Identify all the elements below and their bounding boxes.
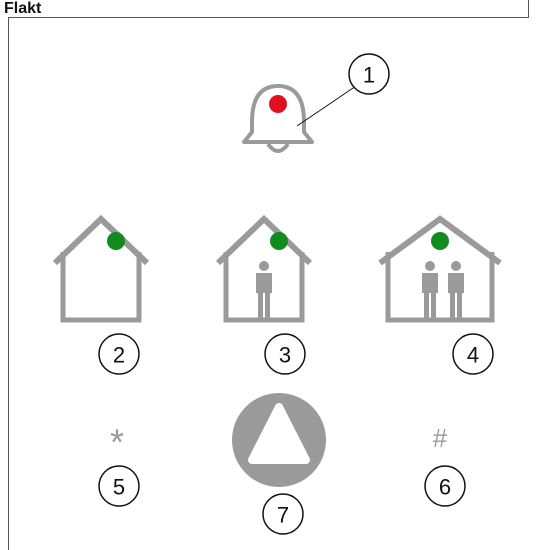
person-right-icon (448, 261, 464, 319)
callout-7: 7 (262, 493, 304, 535)
page-title: Flakt (4, 0, 42, 17)
callout-5: 5 (98, 465, 140, 507)
house-two-persons-icon[interactable] (378, 215, 502, 323)
callout-3: 3 (264, 333, 306, 375)
empty-house-icon[interactable] (52, 214, 150, 323)
svg-text:6: 6 (439, 475, 451, 500)
svg-text:3: 3 (279, 343, 291, 368)
home-led-green (270, 232, 288, 250)
callout-6: 6 (424, 465, 466, 507)
alarm-led-red (269, 95, 287, 113)
callout-1: 1 (348, 53, 390, 95)
hash-key[interactable]: # (433, 423, 448, 453)
triangle-button-icon[interactable] (232, 393, 326, 487)
callout-4: 4 (452, 333, 494, 375)
bell-icon[interactable] (242, 84, 314, 153)
svg-text:4: 4 (467, 343, 479, 368)
boost-led-green (431, 232, 449, 250)
svg-text:2: 2 (113, 343, 125, 368)
callout-2: 2 (98, 333, 140, 375)
away-led-green (107, 232, 125, 250)
callout-1-leader (296, 85, 357, 127)
person-icon (256, 261, 272, 319)
svg-text:7: 7 (277, 503, 289, 528)
svg-text:1: 1 (363, 63, 375, 88)
svg-text:5: 5 (113, 475, 125, 500)
star-key[interactable]: * (110, 422, 124, 463)
house-one-person-icon[interactable] (215, 214, 313, 323)
person-left-icon (422, 261, 438, 319)
